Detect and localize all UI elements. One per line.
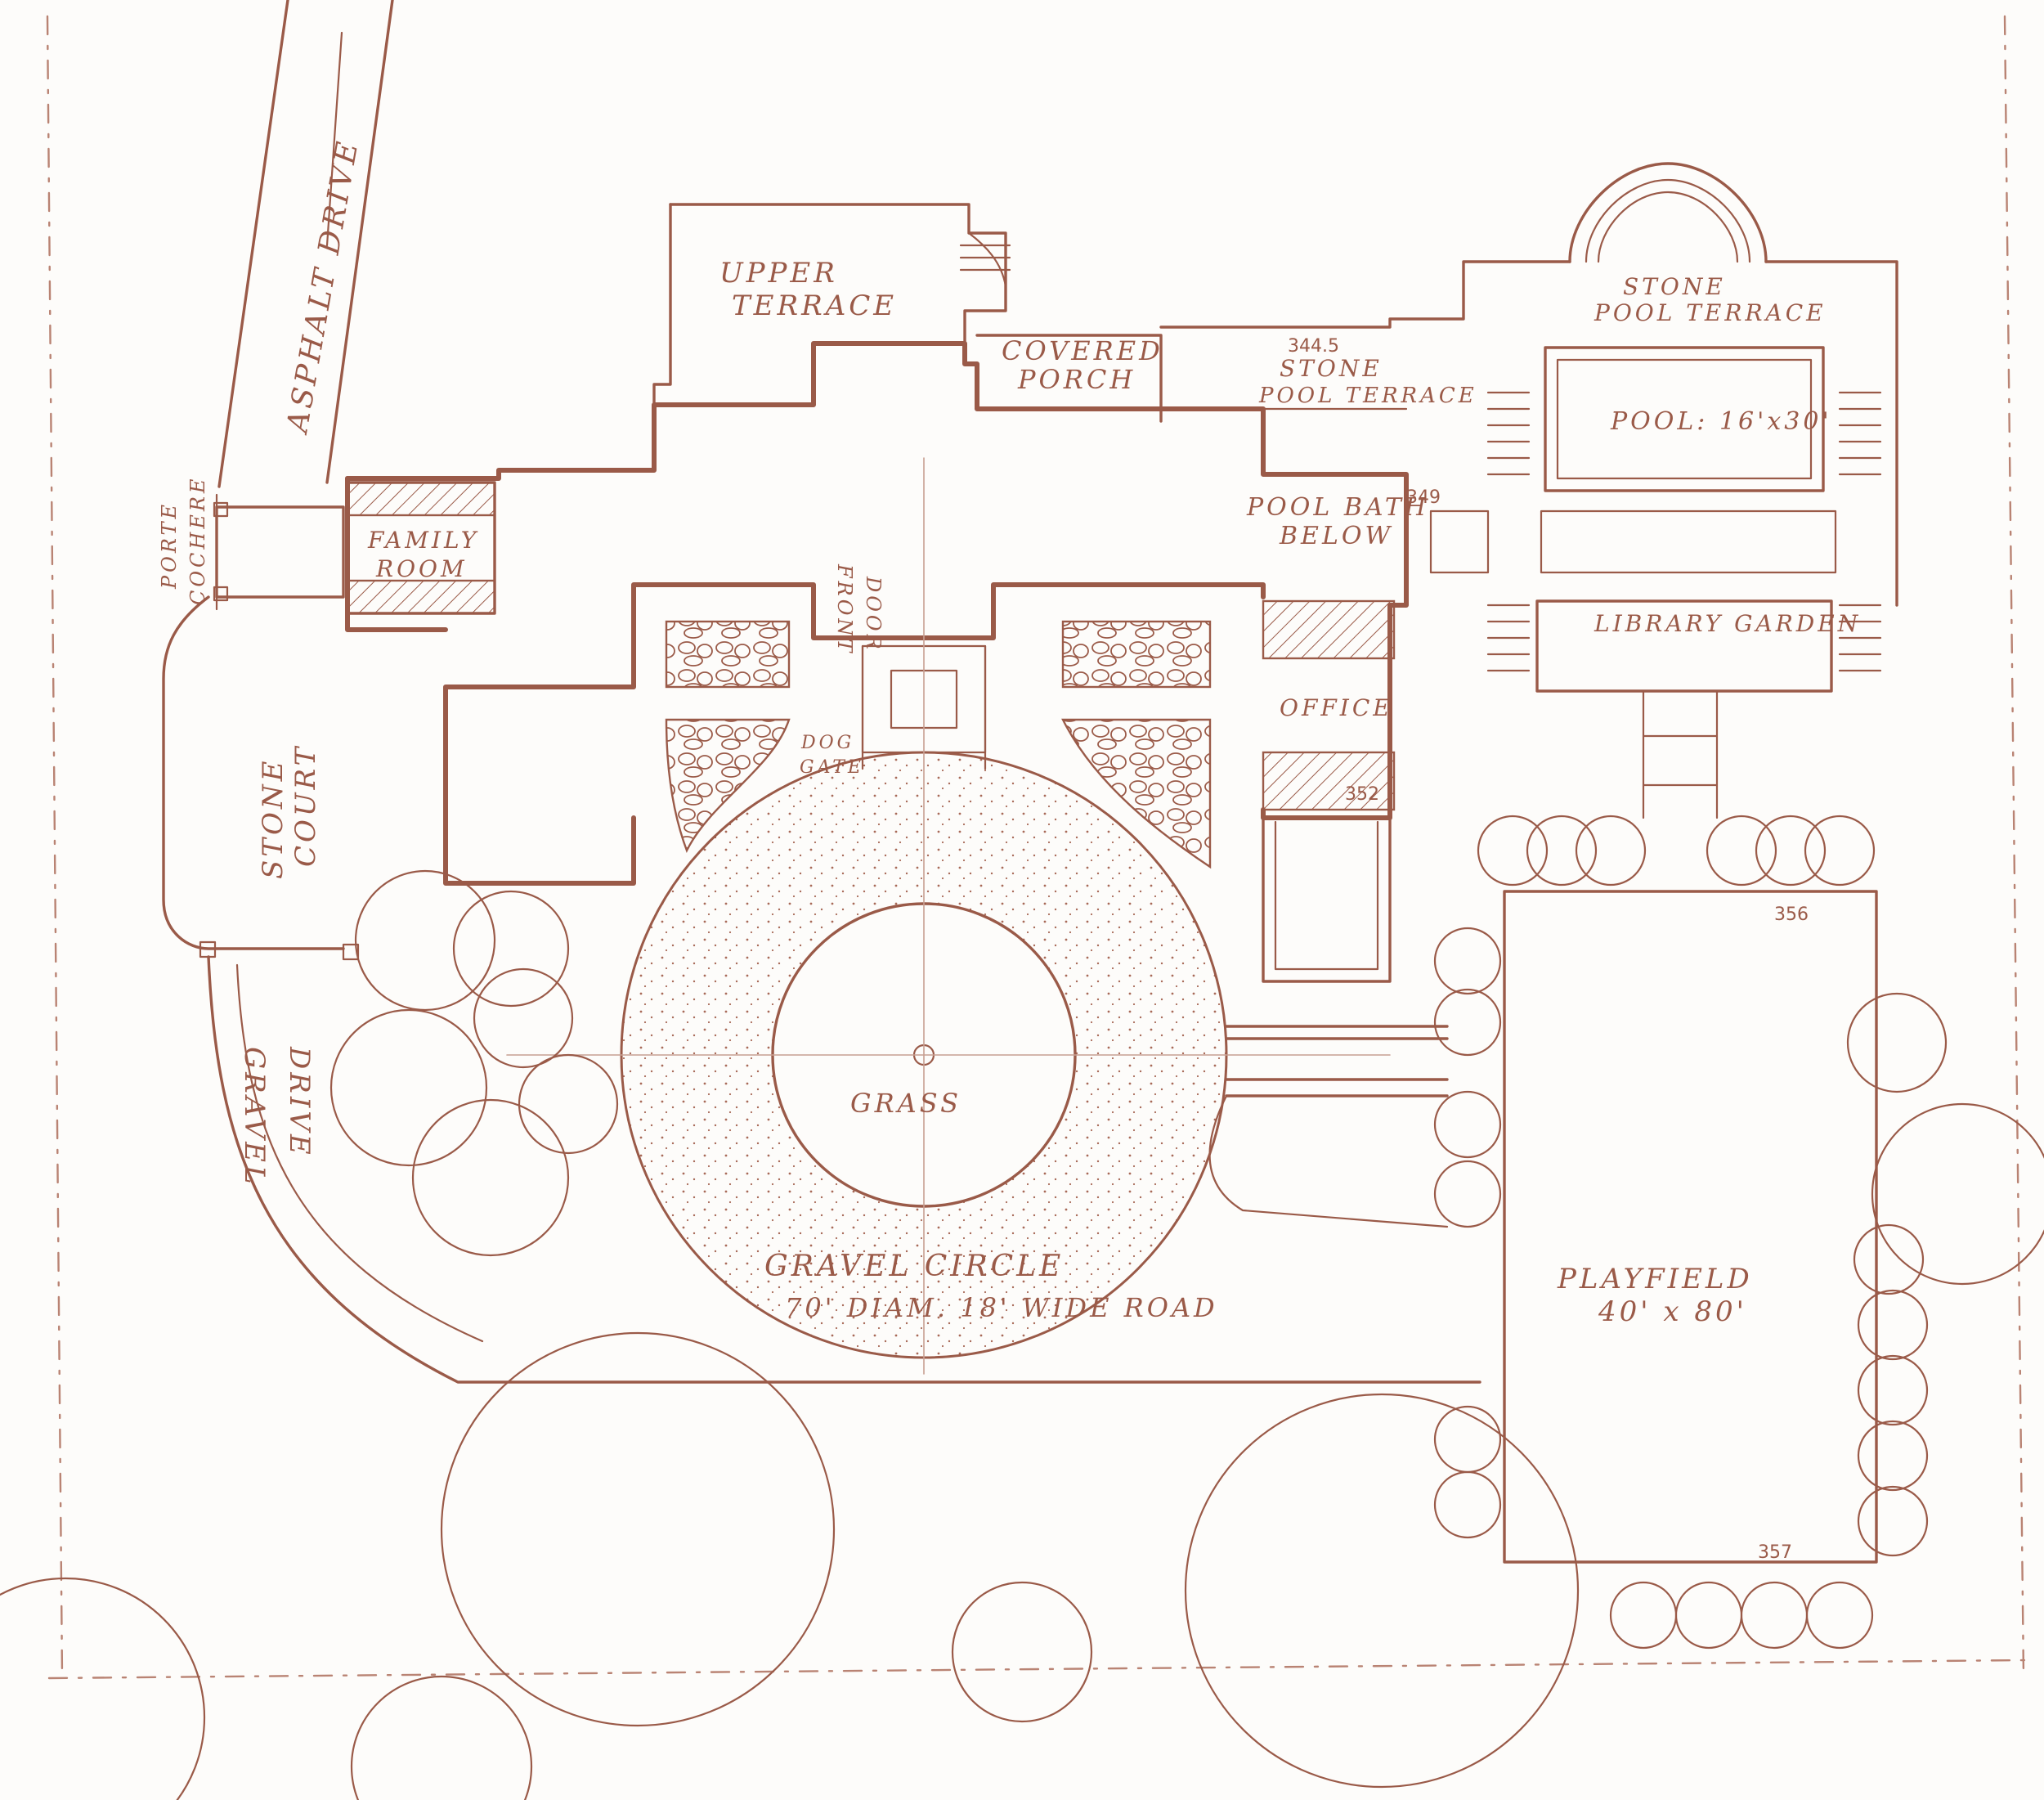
label-covered-porch: COVERED <box>1002 335 1163 366</box>
label-porte-cochere: COCHERE <box>186 476 209 605</box>
label-porte-cochere: PORTE <box>158 501 181 590</box>
label-pool-bath: BELOW <box>1279 522 1393 550</box>
label-library-garden: LIBRARY GARDEN <box>1594 610 1861 637</box>
label-gravel-drive: DRIVE <box>283 1046 316 1158</box>
label-gravel-drive: GRAVEL <box>238 1047 271 1187</box>
library-garden <box>1429 509 1882 819</box>
label-dog-gate: DOG <box>800 733 854 753</box>
label-pool-bath: POOL BATH <box>1246 493 1429 522</box>
elevation-356: 356 <box>1774 904 1809 925</box>
label-playfield: 40' x 80' <box>1598 1295 1747 1328</box>
label-dog-gate: GATE <box>800 757 864 778</box>
playfield <box>1503 890 1878 1564</box>
label-gravel-circle: 70' DIAM. 18' WIDE ROAD <box>785 1292 1218 1323</box>
asphalt-drive <box>217 0 394 488</box>
label-upper-terrace: TERRACE <box>732 290 897 322</box>
label-stone-pool-terrace-top: POOL TERRACE <box>1594 299 1827 326</box>
label-pool: POOL: 16'x30' <box>1610 407 1832 436</box>
elevation-357: 357 <box>1758 1542 1792 1563</box>
elevation-344: 344.5 <box>1288 336 1339 357</box>
covered-porch <box>975 334 1163 423</box>
elevation-352: 352 <box>1345 784 1379 805</box>
pool-terrace <box>1159 162 1898 607</box>
hedge-trees <box>1433 815 2044 1650</box>
gravel-drive <box>207 955 1481 1384</box>
label-stone-court: STONE <box>257 758 289 879</box>
label-stone-pool-terrace-top: STONE <box>1623 273 1726 300</box>
entry-planters <box>665 620 1212 869</box>
pool <box>1486 346 1882 492</box>
gravel-circle <box>506 457 1391 1375</box>
label-office: OFFICE <box>1280 694 1393 721</box>
upper-terrace <box>652 203 1011 406</box>
label-upper-terrace: UPPER <box>719 257 838 290</box>
label-gravel-circle: GRAVEL CIRCLE <box>764 1250 1064 1283</box>
stone-court <box>162 493 360 961</box>
label-grass: GRASS <box>850 1088 961 1119</box>
label-family-room: FAMILY <box>367 527 479 554</box>
trees-west <box>329 869 619 1257</box>
property-boundary <box>46 15 2028 1680</box>
elevation-349: 349 <box>1406 487 1441 508</box>
trees-south <box>0 1331 1580 1800</box>
family-room <box>346 481 496 615</box>
label-covered-porch: PORCH <box>1017 364 1136 395</box>
label-stone-pool-terrace: POOL TERRACE <box>1258 384 1477 408</box>
office <box>1262 599 1396 983</box>
east-walls <box>1208 1025 1449 1228</box>
label-stone-court: COURT <box>289 744 322 867</box>
label-front-door: FRONT <box>833 563 856 655</box>
label-playfield: PLAYFIELD <box>1557 1263 1753 1295</box>
label-stone-pool-terrace: STONE <box>1280 355 1383 382</box>
label-front-door: DOOR <box>862 576 885 653</box>
label-family-room: ROOM <box>375 555 468 582</box>
